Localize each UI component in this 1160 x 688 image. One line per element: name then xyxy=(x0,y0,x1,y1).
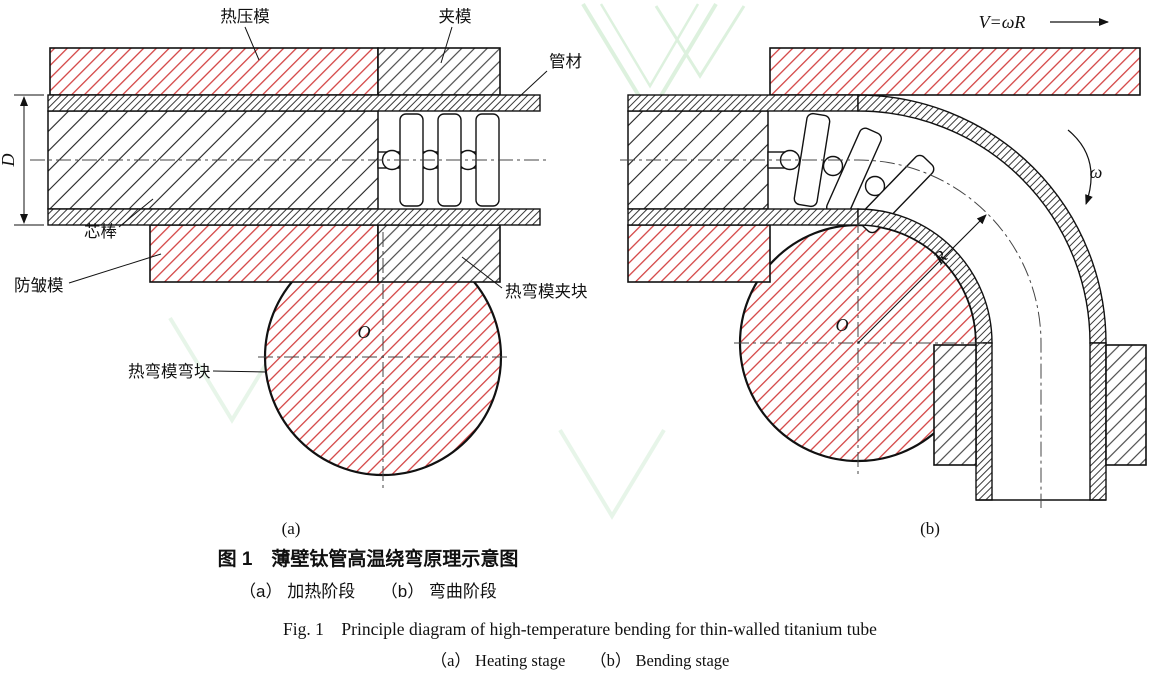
hot-press-die-a xyxy=(49,47,379,96)
panel-b-label: (b) xyxy=(920,519,940,538)
clamp-block-right-b xyxy=(1105,344,1147,466)
centerlines-b xyxy=(620,159,1042,508)
tube-top-wall-a xyxy=(47,94,541,112)
bend-die-bend-block-label: 热弯模弯块 xyxy=(128,362,211,381)
tube-label: 管材 xyxy=(549,52,582,71)
bend-die-clamp-block-a xyxy=(377,224,501,283)
bend-die-clamp-block-label: 热弯模夹块 xyxy=(505,282,588,301)
caption-en-main: Fig. 1 Principle diagram of high-tempera… xyxy=(283,619,877,639)
panel-a: D 热压模 夹模 管材 芯棒 防皱模 热弯模夹块 热弯模弯块 O (a) xyxy=(0,7,588,538)
figure-captions: 图 1 薄壁钛管高温绕弯原理示意图 （a） 加热阶段 （b） 弯曲阶段 Fig.… xyxy=(218,547,878,670)
hot-press-die-label: 热压模 xyxy=(220,7,270,26)
caption-zh-sub: （a） 加热阶段 （b） 弯曲阶段 xyxy=(239,582,497,601)
clamp-die-label: 夹模 xyxy=(439,7,472,26)
tube-bottom-wall-a xyxy=(47,208,541,226)
diameter-label: D xyxy=(0,154,18,168)
anti-wrinkle-die-a xyxy=(149,224,379,283)
panel-a-label: (a) xyxy=(282,519,301,538)
anti-wrinkle-die-label: 防皱模 xyxy=(14,276,64,295)
tube-top-wall-b xyxy=(627,94,859,112)
tube-bottom-wall-b xyxy=(627,208,859,226)
mandrel-label: 芯棒 xyxy=(84,222,118,241)
clamp-die-a xyxy=(377,47,501,96)
center-o-label-a: O xyxy=(358,322,371,342)
velocity-label: V=ωR xyxy=(979,12,1026,32)
tube-right-wall-vertical-b xyxy=(1089,342,1107,501)
leader-lines-a xyxy=(68,26,548,373)
caption-en-sub: （a） Heating stage （b） Bending stage xyxy=(431,651,730,670)
panel-b: R ω V=ωR O (b) xyxy=(620,12,1147,538)
dimension-D xyxy=(14,94,44,226)
omega-arrow xyxy=(1067,129,1093,205)
hot-press-die-b xyxy=(769,47,1141,96)
bend-radius-arrow xyxy=(857,214,987,344)
clamp-block-left-b xyxy=(933,344,977,466)
centerlines-a xyxy=(30,159,548,488)
center-o-label-b: O xyxy=(836,315,849,335)
omega-label: ω xyxy=(1090,162,1103,182)
caption-zh-main: 图 1 薄壁钛管高温绕弯原理示意图 xyxy=(218,547,519,570)
tube-left-wall-vertical-b xyxy=(975,342,993,501)
anti-wrinkle-die-b xyxy=(627,224,771,283)
